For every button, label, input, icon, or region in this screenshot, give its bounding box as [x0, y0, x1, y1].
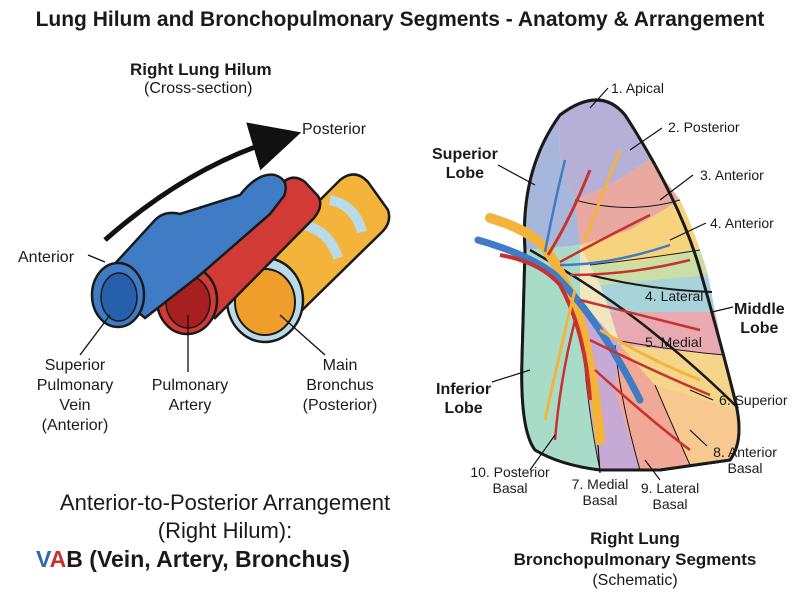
segment-label-2: 2. Posterior	[668, 119, 740, 135]
segment-label-4b: 4. Lateral	[645, 288, 704, 304]
vein-label: Superior Pulmonary Vein (Anterior)	[36, 357, 114, 434]
arrangement-line1: Anterior-to-Posterior Arrangement	[59, 490, 391, 515]
segment-anterior	[580, 200, 700, 265]
segment-label-7: 7. Medial Basal	[571, 476, 629, 508]
segment-label-3: 3. Anterior	[700, 167, 764, 183]
segment-lateral-basal	[615, 345, 690, 470]
segment-posterior-basal	[521, 245, 600, 470]
right-lung	[474, 98, 741, 472]
page-title: Lung Hilum and Bronchopulmonary Segments…	[35, 8, 765, 31]
bronchus-label: Main Bronchus (Posterior)	[302, 357, 378, 414]
segment-line-f	[654, 384, 691, 466]
middle-lobe-label: Middle Lobe	[734, 301, 785, 337]
segment-posterior	[575, 160, 680, 245]
posterior-label: Posterior	[302, 121, 367, 138]
mnemonic-line: VAB (Vein, Artery, Bronchus)	[36, 546, 350, 573]
segment-label-1: 1. Apical	[611, 80, 664, 96]
artery-label: Pulmonary Artery	[151, 377, 229, 414]
segment-label-5: 5. Medial	[645, 334, 702, 350]
hilum-heading: Right Lung Hilum	[130, 60, 272, 79]
segment-label-8: 8. Anterior Basal	[713, 444, 777, 476]
mnemonic-a: A	[49, 546, 67, 572]
horizontal-fissure	[589, 274, 713, 293]
lung-leaders	[491, 87, 734, 481]
posterior-arrow	[103, 122, 302, 242]
superior-lobe-label: Superior Lobe	[432, 146, 498, 182]
bronchus-leader	[279, 314, 326, 356]
hilum-subheading: (Cross-section)	[144, 80, 253, 97]
arrangement-line2: (Right Hilum):	[157, 518, 293, 543]
segment-label-9: 9. Lateral Basal	[640, 480, 700, 512]
vein-leader	[79, 314, 111, 356]
segment-label-4a: 4. Anterior	[710, 215, 774, 231]
segment-line-c	[614, 339, 725, 356]
lung-vein	[474, 236, 644, 404]
segment-label-10: 10. Posterior Basal	[470, 464, 550, 496]
segment-line-a	[574, 199, 681, 208]
anterior-leader	[87, 254, 106, 263]
segment-label-6: 6. Superior	[719, 392, 788, 408]
lung-artery-main	[499, 253, 592, 401]
vein-tube	[90, 173, 287, 329]
oblique-fissure	[529, 248, 739, 409]
segment-apical	[559, 100, 650, 200]
bronchus-tube	[225, 173, 391, 344]
anterior-label: Anterior	[18, 249, 75, 266]
mnemonic-v: V	[36, 546, 50, 572]
inferior-lobe-label: Inferior Lobe	[436, 381, 492, 417]
mnemonic-expansion: (Vein, Artery, Bronchus)	[89, 546, 350, 572]
segment-anterior-basal	[655, 385, 741, 465]
mnemonic-b: B	[66, 546, 83, 572]
segment-posterior-upper	[524, 115, 580, 250]
segment-line-b	[589, 249, 701, 266]
lung-caption: Right Lung Bronchopulmonary Segments (Sc…	[513, 529, 757, 589]
